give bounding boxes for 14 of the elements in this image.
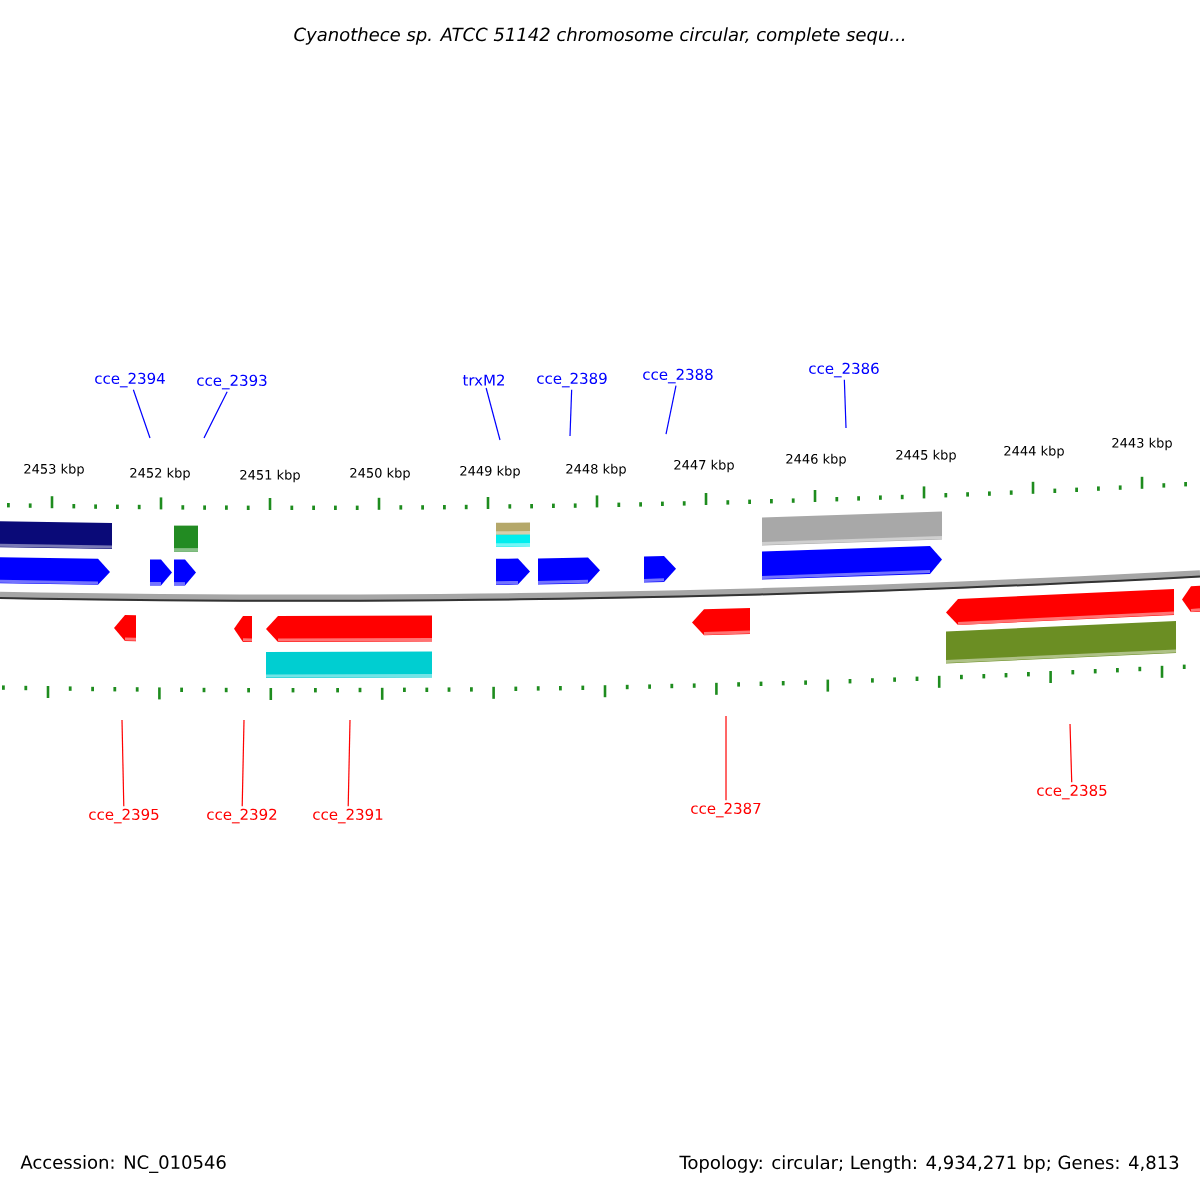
leader-line (132, 389, 151, 439)
title: Cyanothece sp. ATCC 51142 chromosome circular, complete sequ... (294, 27, 905, 45)
leader-line (1069, 723, 1073, 783)
leader-line (121, 719, 125, 807)
leader-line (843, 379, 847, 429)
leader-line (485, 387, 501, 441)
footer-text: Topology: circular; Length: 4,934,271 bp; Genes: 4,813 (679, 1155, 1179, 1173)
footer-text: Accession: NC_010546 (20, 1155, 226, 1173)
leader-line (665, 385, 677, 435)
leader-line (347, 719, 351, 807)
leader-line (569, 389, 573, 437)
leader-line (203, 391, 228, 439)
leader-line (241, 719, 245, 807)
leader-line (725, 715, 727, 801)
